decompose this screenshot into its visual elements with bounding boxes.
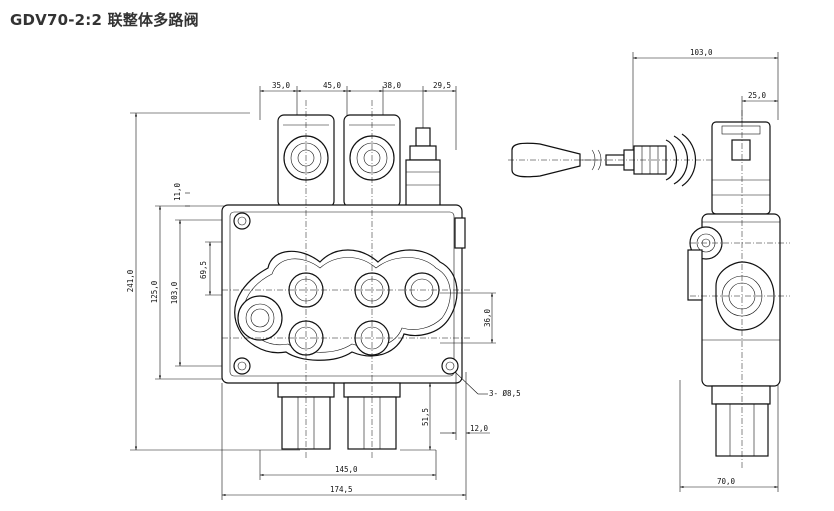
dim-69: 69,5 [199,261,208,279]
side-dim-25: 25,0 [748,91,767,100]
side-view: 103,0 25,0 70,0 [508,48,790,492]
front-view: 35,0 45,0 38,0 29,5 241,0 125,0 103,0 11… [126,81,521,500]
dim-45: 45,0 [323,81,342,90]
side-dimensions: 103,0 25,0 70,0 [632,48,779,492]
dim-36: 36,0 [483,308,492,327]
mounting-holes [233,212,459,375]
dim-12: 12,0 [470,424,489,433]
right-dimensions: 36,0 51,5 12,0 3- Ø8,5 [400,292,521,451]
side-body [687,110,790,470]
dim-holes: 3- Ø8,5 [489,389,521,398]
dim-11: 11,0 [173,182,182,201]
top-dimensions: 35,0 45,0 38,0 29,5 [259,81,457,150]
page-title: GDV70-2:2 联整体多路阀 [10,11,199,29]
side-dim-103: 103,0 [690,48,713,57]
dim-145: 145,0 [335,465,358,474]
dim-241: 241,0 [126,269,135,292]
dim-103: 103,0 [170,281,179,304]
left-dimensions: 241,0 125,0 103,0 11,0 69,5 [126,112,300,451]
side-dim-70: 70,0 [717,477,736,486]
dim-29: 29,5 [433,81,451,90]
handle [508,133,720,187]
dim-125: 125,0 [150,280,159,303]
dim-51: 51,5 [421,408,430,426]
dim-38: 38,0 [383,81,402,90]
dim-35: 35,0 [272,81,291,90]
dim-174: 174,5 [330,485,353,494]
bottom-dimensions: 145,0 174,5 [221,383,467,500]
valve-body [221,100,470,460]
